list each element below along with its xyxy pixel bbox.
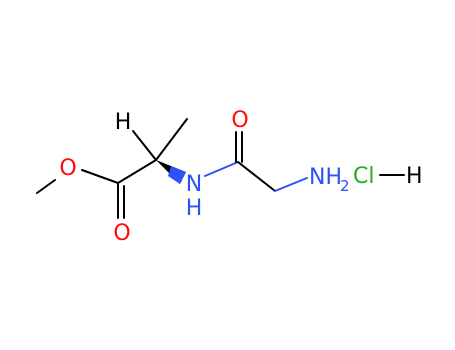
ester-oxygen-label: O	[59, 156, 76, 181]
bond-methylene-amine	[274, 177, 308, 192]
bond-alpha-carbon-hydrogen	[132, 130, 157, 161]
amide-carbonyl-oxygen-label: O	[231, 108, 248, 133]
ester-carbonyl-oxygen-label: O	[113, 221, 130, 246]
amide-hydrogen-label: H	[186, 196, 203, 221]
bond-ester-carbonyl-double	[117, 182, 125, 219]
chiral-hydrogen-label: H	[115, 110, 132, 135]
bond-oxygen-ester-carbon	[81, 169, 119, 184]
amide-nitrogen-label: N	[186, 172, 202, 197]
chlorine-label: Cl	[353, 164, 374, 189]
wedge-bond-alpha-carbon-nitrogen	[156, 160, 186, 184]
bond-amide-carbon-methylene	[237, 161, 276, 192]
bond-alpha-carbon-methyl	[155, 118, 188, 161]
bond-amide-carbonyl-double	[235, 131, 243, 163]
hcl-hydrogen-label: H	[406, 164, 423, 189]
amine-subscript-label: 2	[340, 177, 350, 195]
bond-nitrogen-amide-carbon	[204, 161, 239, 177]
bond-methyl-oxygen	[36, 179, 56, 194]
amine-nitrogen-label: NH	[309, 165, 342, 190]
bond-ester-carbon-alpha-carbon	[117, 159, 157, 184]
